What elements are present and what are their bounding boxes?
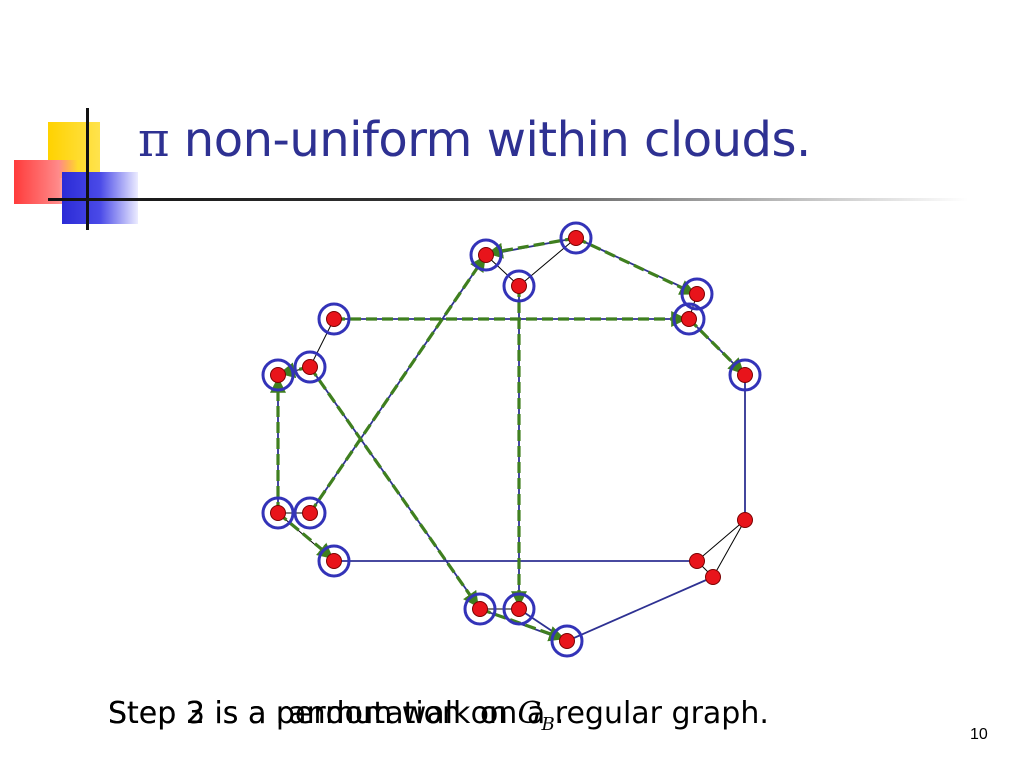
node-ring — [502, 592, 536, 626]
cloud-edge — [309, 318, 335, 368]
node-ring — [293, 496, 327, 530]
graph-gb-symbol: GB — [517, 696, 554, 735]
graph-variable: G — [517, 696, 542, 731]
caption-step-2: Step 2 is a permutation on GB. — [108, 696, 564, 735]
node-ring — [559, 221, 593, 255]
node-ring — [317, 302, 351, 336]
node-ring — [469, 238, 503, 272]
walk-arrow — [479, 607, 566, 642]
caption-step-3: Step 3 is a random walk on a regular gra… — [108, 696, 769, 731]
graph-node — [302, 505, 318, 521]
node-ring — [261, 496, 295, 530]
graph-nodes — [270, 230, 753, 649]
node-ring — [680, 277, 714, 311]
cloud-edge — [518, 237, 577, 287]
graph-node — [511, 601, 527, 617]
logo-vertical-line — [86, 108, 89, 230]
node-ring — [261, 358, 295, 392]
graph-node — [737, 512, 753, 528]
graph-node — [681, 311, 697, 327]
graph-node — [737, 367, 753, 383]
title-text: non-uniform within clouds. — [169, 112, 811, 168]
node-ring — [463, 592, 497, 626]
caption-step-2-text: Step 2 is a permutation on — [108, 696, 518, 731]
graph-subscript: B — [541, 714, 555, 735]
graph-node — [270, 367, 286, 383]
graph-node — [559, 633, 575, 649]
walk-arrow — [308, 255, 486, 514]
graph-node — [689, 286, 705, 302]
node-ring — [502, 269, 536, 303]
node-ring — [317, 544, 351, 578]
walk-arrow — [687, 317, 745, 375]
graph-node — [326, 311, 342, 327]
node-ring — [728, 358, 762, 392]
caption-overlap: Step 3 is a random walk on a regular gra… — [108, 696, 908, 740]
pi-symbol: π — [138, 112, 170, 168]
walk-arrow — [575, 236, 696, 295]
slide-title: π non-uniform within clouds. — [138, 112, 811, 168]
graph-node — [270, 505, 286, 521]
walk-arrows — [270, 236, 745, 642]
graph-node — [472, 601, 488, 617]
walk-arrow — [486, 236, 577, 259]
node-rings — [261, 221, 762, 658]
node-ring — [293, 350, 327, 384]
node-ring — [550, 624, 584, 658]
cloud-edge — [696, 519, 746, 562]
node-ring — [672, 302, 706, 336]
graph-node — [478, 247, 494, 263]
caption-step-2-end: . — [554, 696, 565, 731]
walk-arrow — [308, 366, 479, 608]
graph-node — [326, 553, 342, 569]
graph-node — [689, 553, 705, 569]
graph-node — [705, 569, 721, 585]
graph-node — [511, 278, 527, 294]
graph-node — [568, 230, 584, 246]
cloud-edge — [712, 519, 746, 578]
graph-edge — [566, 576, 714, 642]
graph-node — [302, 359, 318, 375]
title-underline — [48, 198, 968, 201]
page-number: 10 — [970, 726, 988, 743]
